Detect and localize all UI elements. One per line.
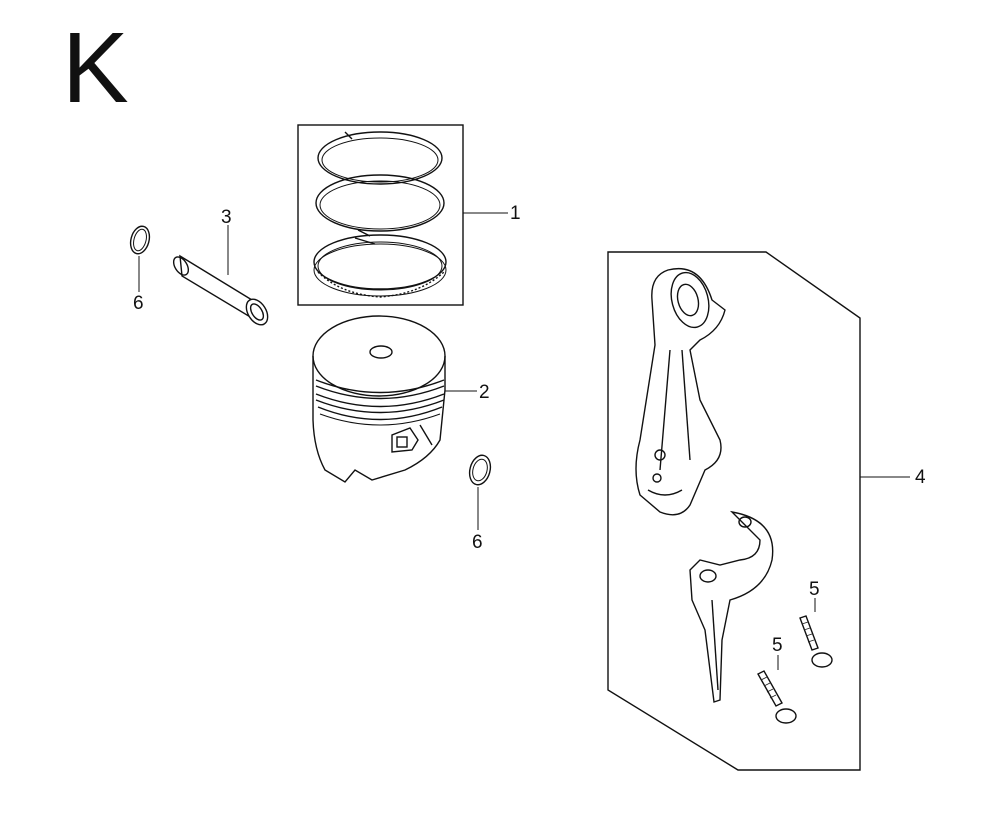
callout-rod-bolt-upper: 5 <box>809 579 820 600</box>
callout-pin-clip-left: 6 <box>133 293 144 314</box>
callout-piston-ring-set: 1 <box>510 203 521 224</box>
section-letter: K <box>62 12 129 124</box>
piston-ring-set <box>297 124 508 306</box>
piston <box>312 315 477 483</box>
pin-clip-right <box>468 454 492 530</box>
ring-set-frame <box>297 124 464 306</box>
callout-connecting-rod-assembly: 4 <box>915 467 926 488</box>
piston-pin <box>172 225 269 326</box>
pin-clip-left <box>129 225 151 292</box>
callout-rod-bolt-lower: 5 <box>772 635 783 656</box>
connecting-rod-assembly <box>607 251 910 771</box>
callout-pin-clip-right: 6 <box>472 532 483 553</box>
rod-assembly-frame <box>607 251 861 771</box>
callout-piston: 2 <box>479 382 490 403</box>
rod-bolt-upper <box>799 598 833 668</box>
rod-bolt-lower <box>757 655 797 724</box>
callout-piston-pin: 3 <box>221 207 232 228</box>
